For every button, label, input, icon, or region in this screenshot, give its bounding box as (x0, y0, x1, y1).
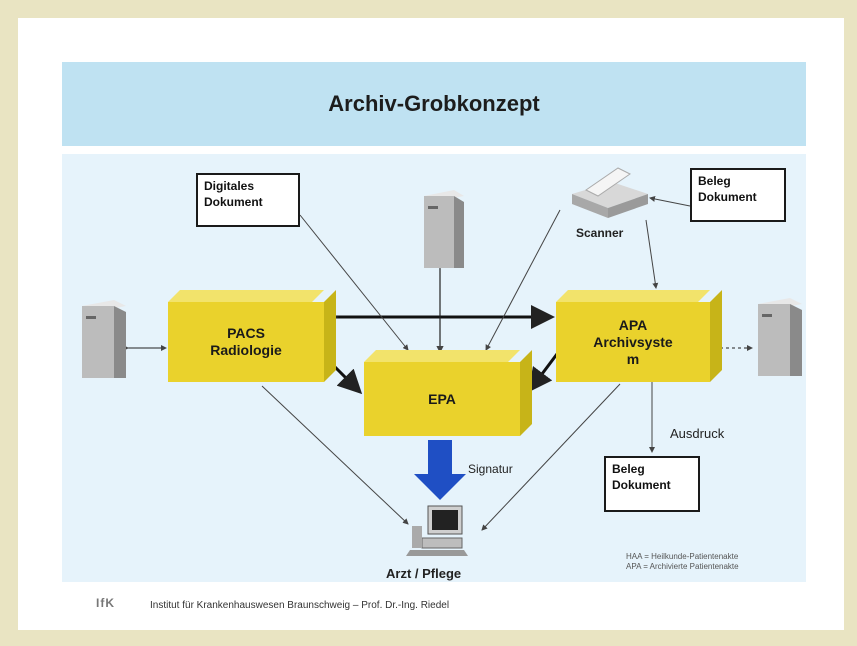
beleg-document-print-box: Beleg Dokument (604, 456, 700, 512)
apa-box: APA Archivsyste m (556, 290, 722, 382)
server-icon (758, 298, 802, 376)
signature-arrow-icon (414, 440, 466, 500)
arzt-pflege-label: Arzt / Pflege (386, 566, 462, 581)
epa-label: EPA (364, 362, 520, 436)
server-icon (424, 190, 464, 268)
server-icon (82, 300, 126, 378)
legend-line-2: APA = Archivierte Patientenakte (626, 562, 739, 571)
arrow-pacs-workstation (261, 385, 409, 525)
scanner-label: Scanner (576, 226, 624, 240)
pacs-box: PACS Radiologie (168, 290, 336, 382)
arrow-apa-workstation (481, 383, 621, 531)
beleg-document-top-box: Beleg Dokument (690, 168, 786, 222)
title-band (62, 62, 806, 146)
arrow-scanner-apa (645, 219, 659, 289)
abbreviation-legend: HAA = Heilkunde-Patientenakte APA = Arch… (626, 552, 739, 572)
digital-document-box: Digitales Dokument (196, 173, 300, 227)
workstation-icon (406, 505, 468, 556)
arrow-apa-epa (528, 326, 583, 393)
arrow-doc-epa (299, 214, 409, 351)
epa-box: EPA (364, 350, 532, 436)
pacs-label: PACS Radiologie (168, 302, 324, 382)
ausdruck-label: Ausdruck (670, 426, 725, 441)
apa-label: APA Archivsyste m (556, 302, 710, 382)
slide-title: Archiv-Grobkonzept (328, 91, 540, 116)
scanner-icon (572, 167, 648, 218)
footer-text: Institut für Krankenhauswesen Braunschwe… (150, 600, 450, 611)
arrow-beleg-scanner (649, 196, 691, 207)
legend-line-1: HAA = Heilkunde-Patientenakte (626, 552, 739, 561)
arrow-scanner-epa (485, 209, 561, 351)
signatur-label: Signatur (468, 462, 513, 476)
institute-logo: IfK (96, 596, 115, 610)
